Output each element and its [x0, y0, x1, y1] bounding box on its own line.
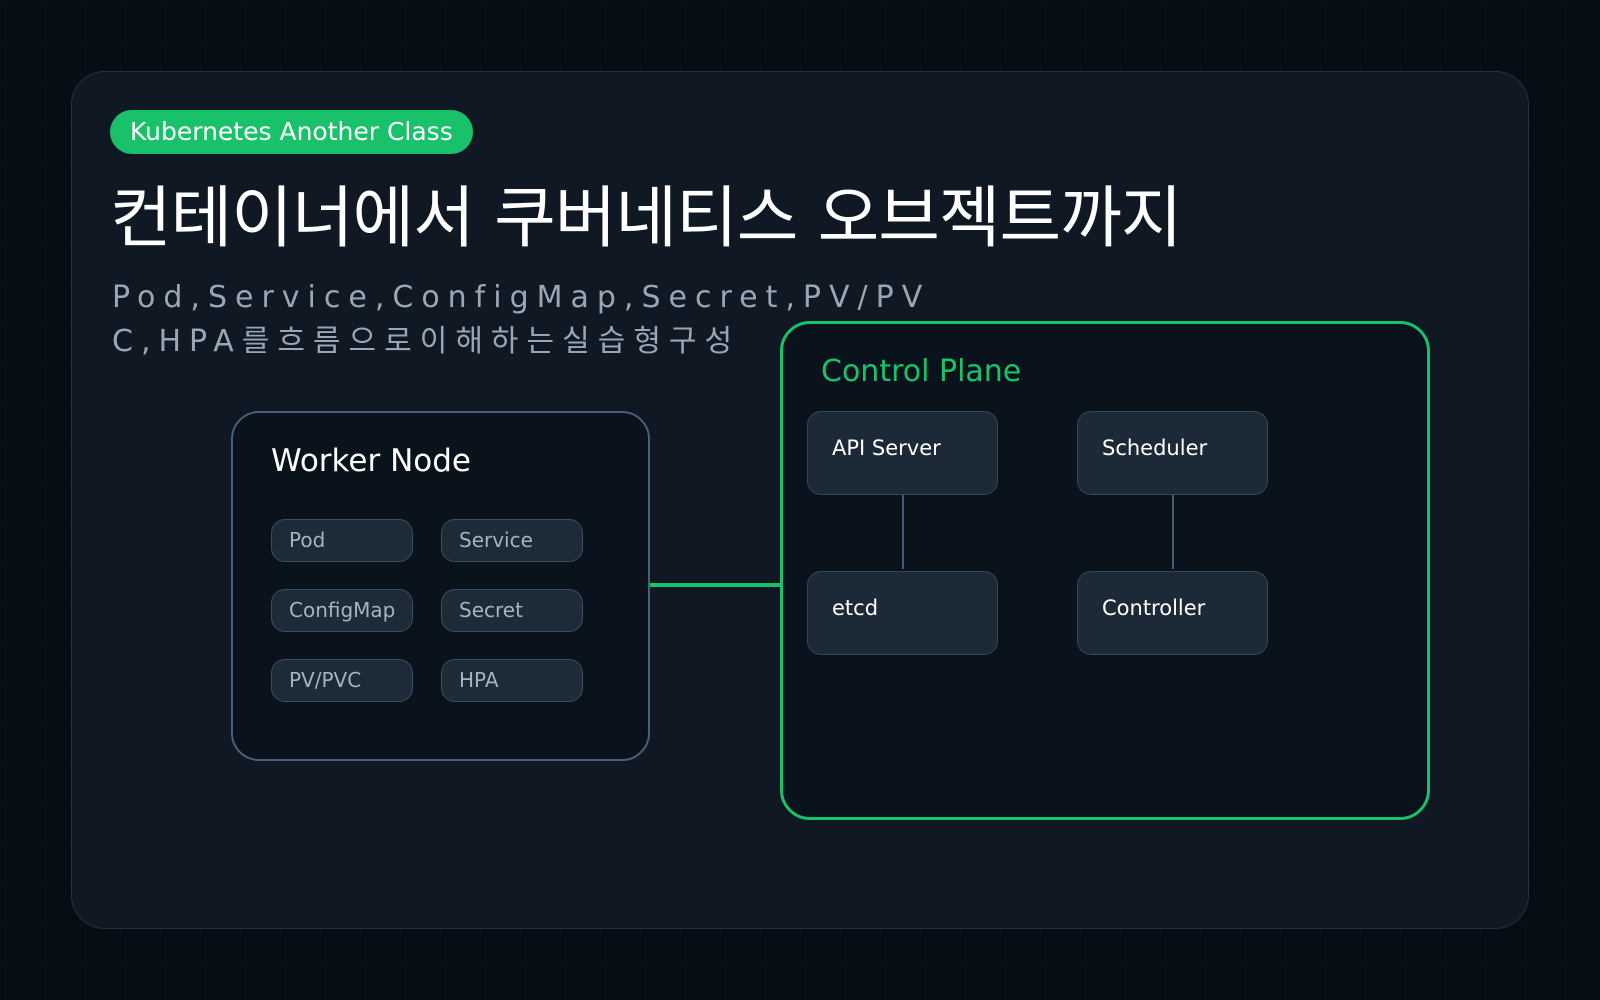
chip-configmap: ConfigMap	[271, 589, 413, 632]
page-title: 컨테이너에서 쿠버네티스 오브젝트까지	[110, 179, 1182, 257]
worker-node-title: Worker Node	[271, 443, 471, 479]
chip-pod: Pod	[271, 519, 413, 562]
component-api-server: API Server	[807, 411, 998, 495]
connector-scheduler-controller	[1172, 495, 1174, 569]
chip-hpa: HPA	[441, 659, 583, 702]
chip-pv-pvc: PV/PVC	[271, 659, 413, 702]
chip-secret: Secret	[441, 589, 583, 632]
worker-control-connector	[648, 583, 781, 587]
component-controller: Controller	[1077, 571, 1268, 655]
control-plane-title: Control Plane	[821, 354, 1022, 389]
subtitle: Pod,Service,ConfigMap,Secret,PV/PVC,HPA를…	[112, 280, 931, 359]
worker-node-box: Worker Node Pod Service ConfigMap Secret…	[231, 411, 650, 761]
connector-api-etcd	[902, 495, 904, 569]
control-plane-box: Control Plane API Server Scheduler etcd …	[780, 321, 1430, 820]
component-scheduler: Scheduler	[1077, 411, 1268, 495]
chip-service: Service	[441, 519, 583, 562]
component-etcd: etcd	[807, 571, 998, 655]
course-badge: Kubernetes Another Class	[110, 110, 473, 154]
